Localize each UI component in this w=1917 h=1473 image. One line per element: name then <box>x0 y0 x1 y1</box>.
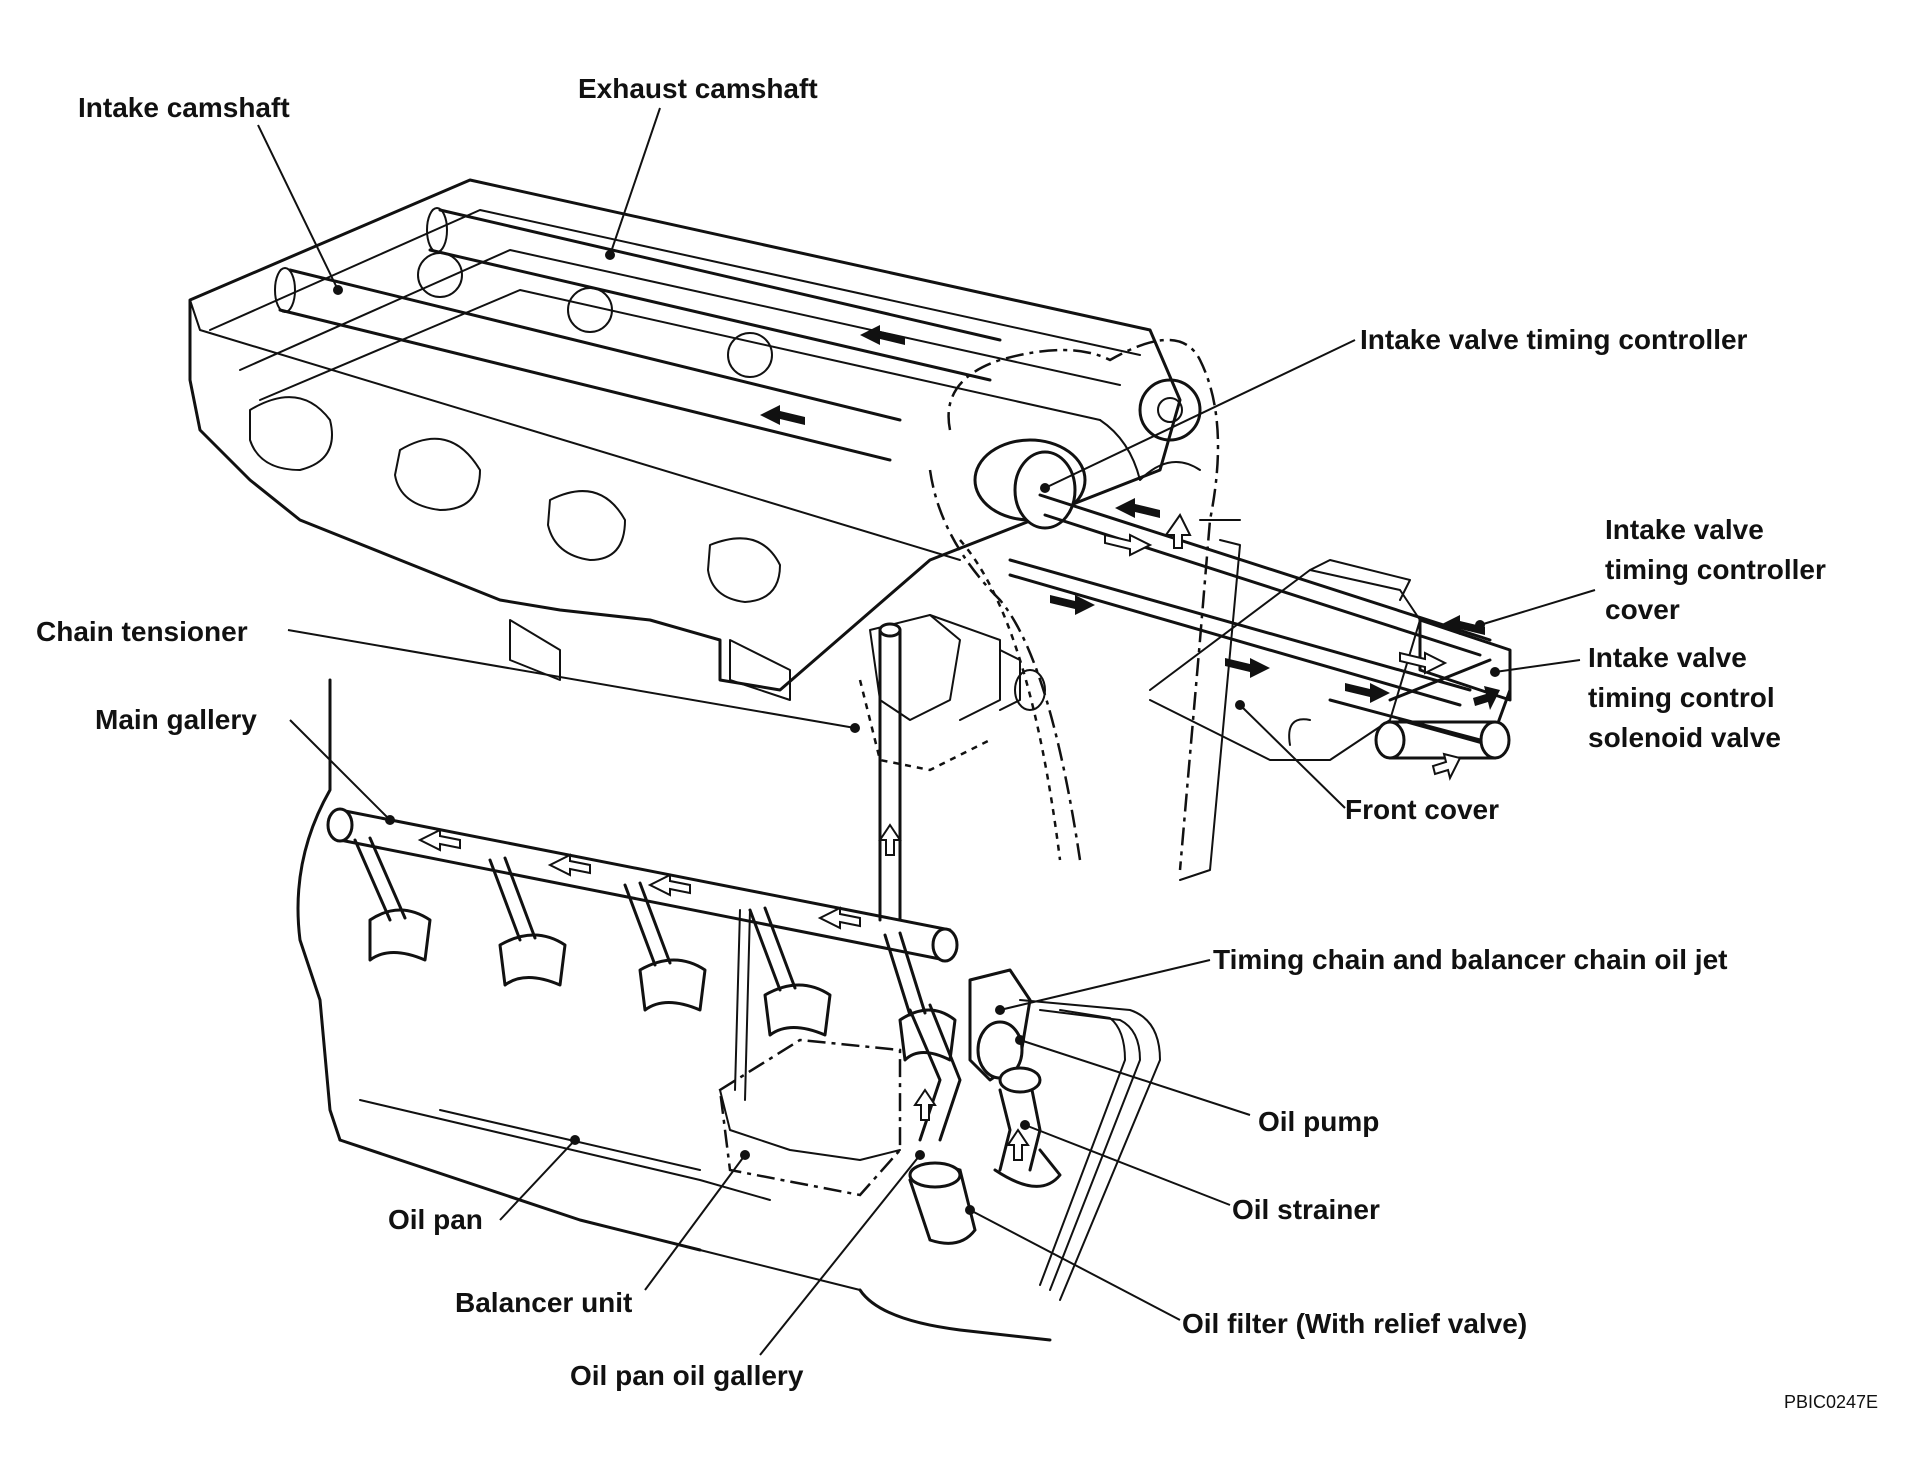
label-intake-valve-timing-controller-cover: Intake valve timing controller cover <box>1605 514 1826 625</box>
label-chain-tensioner: Chain tensioner <box>36 616 248 647</box>
label-intake-valve-timing-controller: Intake valve timing controller <box>1360 324 1748 355</box>
flow-arrow-icon <box>1225 658 1270 678</box>
front-cover <box>1149 519 1421 881</box>
label-oil-filter: Oil filter (With relief valve) <box>1182 1308 1528 1339</box>
flow-arrow-icon <box>817 906 861 930</box>
oil-pan <box>858 999 1161 1342</box>
flow-arrow-icon <box>1115 498 1160 518</box>
label-intake-valve-timing-control-solenoid-valve: Intake valve timing control solenoid val… <box>1588 642 1781 753</box>
flow-arrow-icon <box>1104 533 1153 557</box>
label-oil-jet: Timing chain and balancer chain oil jet <box>1213 944 1728 975</box>
oil-pan-oil-gallery <box>908 1003 962 1142</box>
flow-arrow-icon <box>1050 595 1095 615</box>
figure-code: PBIC0247E <box>1784 1392 1879 1412</box>
flow-arrow-icon <box>547 853 591 877</box>
flow-arrow-icon <box>860 325 905 345</box>
label-front-cover: Front cover <box>1345 794 1500 825</box>
solenoid-valve <box>1328 618 1512 760</box>
label-main-gallery: Main gallery <box>95 704 257 735</box>
flow-arrow-icon <box>1006 1128 1030 1161</box>
label-exhaust-camshaft: Exhaust camshaft <box>578 73 818 104</box>
main-gallery <box>326 807 959 963</box>
cylinder-block <box>296 678 861 1291</box>
intake-camshaft <box>274 267 902 462</box>
flow-arrow-icon <box>1440 615 1485 635</box>
flow-arrow-icon <box>913 1088 937 1121</box>
label-oil-strainer: Oil strainer <box>1232 1194 1380 1225</box>
label-balancer-unit: Balancer unit <box>455 1287 633 1318</box>
flow-arrow-icon <box>760 405 805 425</box>
oil-pump-assembly <box>908 968 1062 1245</box>
return-arrow-icon <box>1288 718 1311 746</box>
label-intake-camshaft: Intake camshaft <box>78 92 290 123</box>
balancer-unit <box>718 909 902 1197</box>
label-oil-pump: Oil pump <box>1258 1106 1380 1137</box>
exhaust-camshaft <box>417 207 1002 382</box>
chain-tensioner <box>858 614 1046 922</box>
crank-bearings <box>353 836 957 1062</box>
flow-arrow-icon <box>1431 752 1462 781</box>
cylinder-head <box>188 178 1182 701</box>
flow-arrow-icon <box>1473 686 1500 710</box>
label-oil-pan-oil-gallery: Oil pan oil gallery <box>570 1360 804 1391</box>
flow-arrow-icon <box>1345 683 1390 703</box>
flow-arrow-icon <box>1399 651 1448 675</box>
flow-arrow-icon <box>417 828 461 852</box>
flow-arrow-icon <box>878 823 902 856</box>
flow-arrow-icon <box>1164 513 1192 549</box>
leader-lines <box>257 107 1596 1356</box>
label-oil-pan: Oil pan <box>388 1204 483 1235</box>
flow-arrow-icon <box>647 873 691 897</box>
